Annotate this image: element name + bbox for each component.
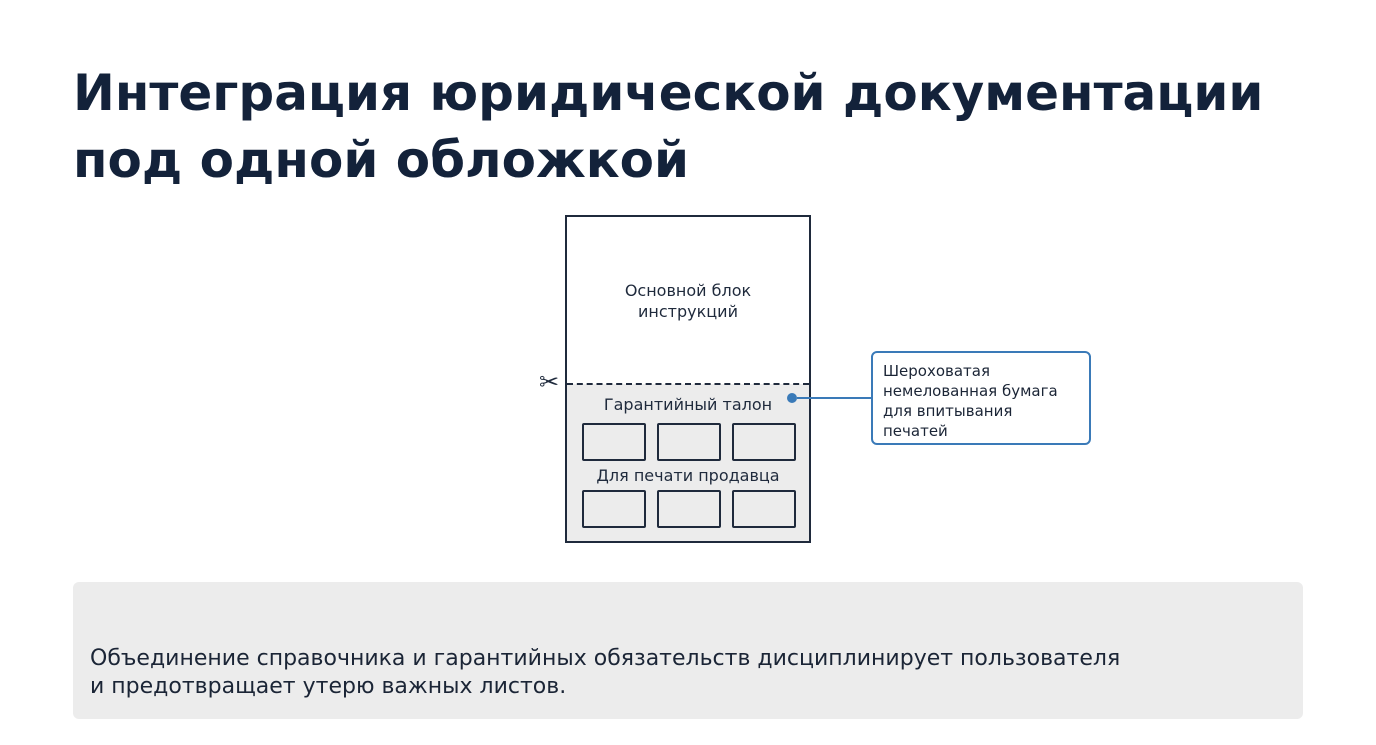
paper-callout-line-2: немелованная бумага (883, 382, 1058, 400)
callout-anchor-dot (787, 393, 797, 403)
seller-stamp-label: Для печати продавца (596, 466, 780, 485)
paper-callout-line-4: печатей (883, 422, 948, 440)
page-title-line-1: Интеграция юридической документации (73, 64, 1264, 122)
callout-connector (797, 397, 872, 399)
stamp-box (582, 423, 646, 461)
paper-callout-line-1: Шероховатая (883, 362, 991, 380)
page-title: Интеграция юридической документации под … (73, 60, 1293, 194)
page-title-line-2: под одной обложкой (73, 131, 690, 189)
main-instructions-block: Основной блок инструкций (567, 217, 809, 383)
stamp-box (657, 490, 721, 528)
paper-callout: Шероховатая немелованная бумага для впит… (871, 351, 1091, 445)
scissors-icon: ✂ (538, 368, 560, 396)
warranty-coupon-title: Гарантийный талон (603, 395, 773, 414)
paper-callout-line-3: для впитывания (883, 402, 1013, 420)
summary-note-line-2: и предотвращает утерю важных листов. (90, 674, 567, 699)
warranty-coupon-block: Гарантийный талон Для печати продавца (567, 384, 809, 541)
summary-note-text: Объединение справочника и гарантийных об… (90, 645, 1280, 701)
stamp-box (732, 423, 796, 461)
cut-line (567, 383, 809, 385)
summary-note: Объединение справочника и гарантийных об… (73, 582, 1303, 719)
booklet-diagram: Основной блок инструкций Гарантийный тал… (565, 215, 811, 543)
main-block-label: Основной блок инструкций (567, 280, 809, 322)
main-block-label-line-1: Основной блок (624, 281, 752, 300)
summary-note-line-1: Объединение справочника и гарантийных об… (90, 646, 1121, 671)
stamp-box (582, 490, 646, 528)
stamp-box (732, 490, 796, 528)
stamp-box (657, 423, 721, 461)
main-block-label-line-2: инструкций (638, 302, 738, 321)
